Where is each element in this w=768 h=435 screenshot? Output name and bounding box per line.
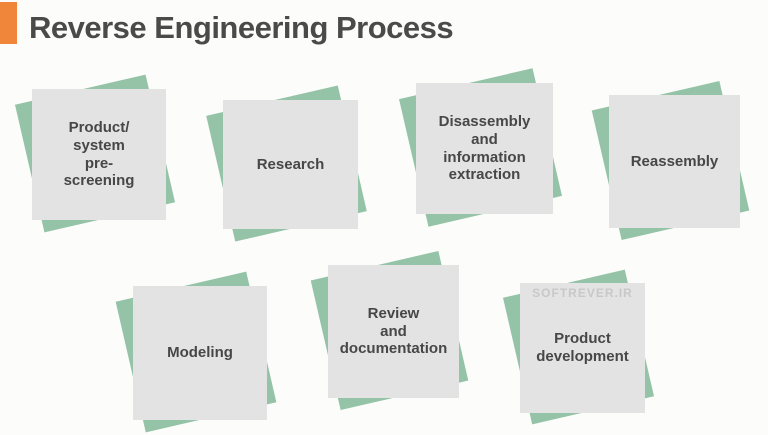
process-step-card-disassembly-information-extraction: Disassembly and information extraction xyxy=(399,68,562,227)
card-face: Modeling xyxy=(133,286,267,420)
card-label: Research xyxy=(256,155,325,173)
card-label: Product development xyxy=(536,330,629,365)
card-label: Modeling xyxy=(167,344,233,362)
card-face: Research xyxy=(223,100,358,229)
card-label: Reassembly xyxy=(630,152,719,170)
title-accent-bar xyxy=(0,2,17,44)
process-step-card-research: Research xyxy=(206,85,367,242)
card-label: Product/ system pre- screening xyxy=(63,119,135,190)
process-step-card-review-documentation: Review and documentation xyxy=(310,250,469,411)
process-step-card-modeling: Modeling xyxy=(115,271,277,433)
card-face: Product/ system pre- screening xyxy=(32,89,166,220)
process-step-card-reassembly: Reassembly xyxy=(591,80,750,241)
page-title: Reverse Engineering Process xyxy=(29,10,454,45)
card-face: Review and documentation xyxy=(328,265,459,398)
card-face: Disassembly and information extraction xyxy=(416,83,553,214)
card-face: Reassembly xyxy=(609,95,740,228)
card-label: Disassembly and information extraction xyxy=(438,113,531,184)
process-step-card-product-system-pre-screening: Product/ system pre- screening xyxy=(14,74,176,233)
process-step-card-product-development: SOFTREVER.IR Product development xyxy=(502,269,655,425)
card-label: Review and documentation xyxy=(339,304,448,358)
card-face: SOFTREVER.IR Product development xyxy=(520,283,645,413)
watermark-text: SOFTREVER.IR xyxy=(532,286,633,300)
